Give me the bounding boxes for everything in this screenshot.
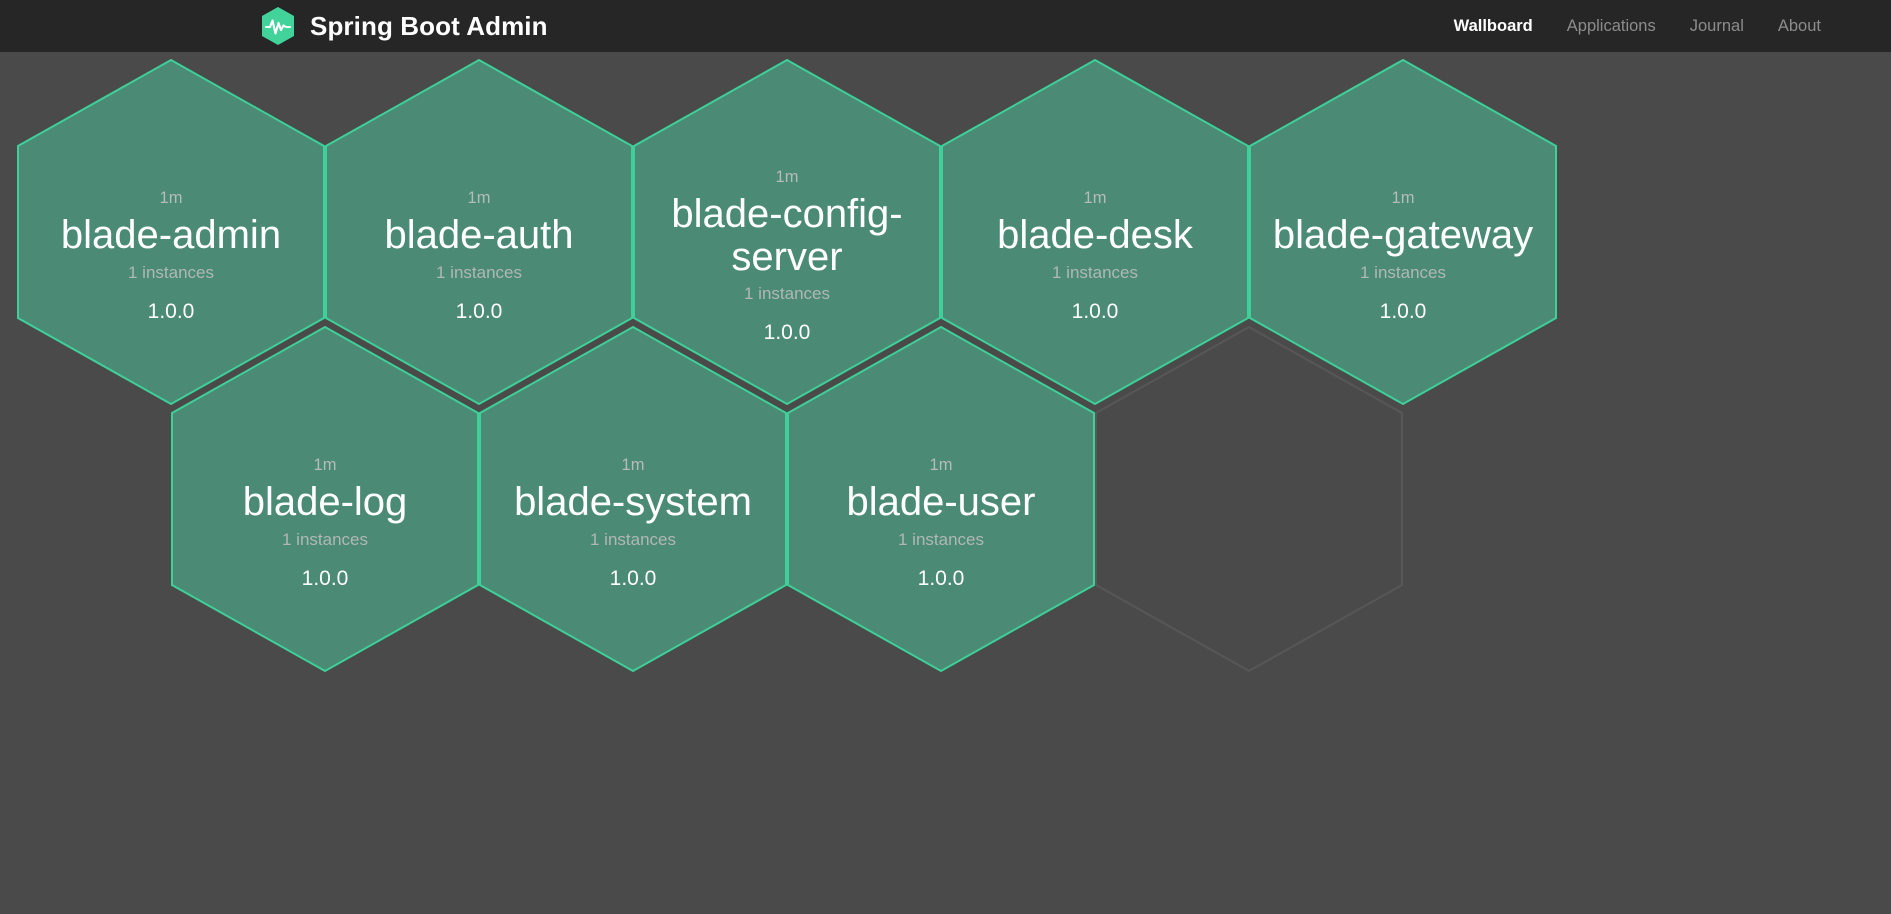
hexagon-shape-icon — [1249, 58, 1557, 406]
hexagon-shape-icon — [1095, 325, 1403, 673]
hexagon-shape-icon — [787, 325, 1095, 673]
nav-item-applications[interactable]: Applications — [1566, 16, 1656, 35]
hexagon-shape-icon — [171, 325, 479, 673]
spring-boot-admin-logo-icon — [260, 6, 296, 46]
nav-item-about[interactable]: About — [1777, 16, 1821, 35]
hexagon-shape-icon — [325, 58, 633, 406]
hexagon-shape-icon — [17, 58, 325, 406]
top-navbar: Spring Boot Admin Wallboard Applications… — [0, 0, 1891, 52]
main-nav: Wallboard Applications Journal About — [1454, 17, 1821, 36]
nav-item-journal[interactable]: Journal — [1689, 16, 1744, 35]
hexagon-shape-icon — [633, 58, 941, 406]
hexagon-shape-icon — [941, 58, 1249, 406]
brand-home-link[interactable]: Spring Boot Admin — [260, 6, 548, 46]
nav-item-wallboard[interactable]: Wallboard — [1453, 16, 1533, 35]
brand-title: Spring Boot Admin — [310, 10, 548, 41]
hexagon-shape-icon — [479, 325, 787, 673]
application-hexagon-placeholder — [1061, 301, 1437, 746]
